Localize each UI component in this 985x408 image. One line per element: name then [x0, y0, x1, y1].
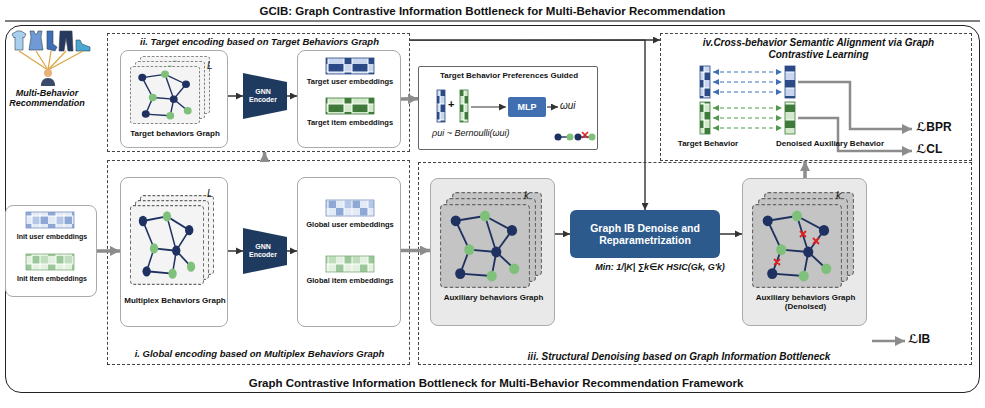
node-text: MLP [508, 102, 546, 112]
flow-arrow [803, 161, 807, 178]
contrastive-alignment [700, 66, 912, 151]
process-box: iii. Structural Denoising based on Graph… [418, 162, 972, 365]
node-text: iii. Structural Denoising based on Graph… [479, 351, 879, 363]
node-text: Target user embeddings [300, 78, 400, 87]
node-text: i. Global encoding based on Multiplex Be… [114, 349, 405, 360]
header-rule [5, 21, 980, 22]
flow-arrow [97, 249, 120, 253]
process-box: iv.Cross-behavior Semantic Alignment via… [660, 33, 972, 161]
target-graph-stack [130, 56, 209, 123]
node-text: GNN Encoder [243, 243, 283, 259]
node-text: GNN Encoder [243, 88, 283, 104]
process-box: Target Behavior Preferences GuidedMLP [418, 66, 598, 150]
node-text: Graph IB Denoise and Reparametrization [574, 222, 716, 246]
trapezoid-outline [243, 73, 287, 119]
flow-arrow [720, 233, 742, 234]
node-text: Multiplex Behaviors Graph [123, 296, 227, 305]
node-text: Graph Contrastive Information Bottleneck… [196, 377, 796, 390]
node-text: Auxiliary behaviors Graph (Denoised) [745, 293, 866, 311]
flow-arrow [401, 249, 430, 253]
process-box: MLP [508, 97, 546, 117]
flow-arrow [228, 250, 243, 251]
node-text: Global item embeddings [300, 277, 400, 286]
flow-arrow [228, 95, 243, 96]
flow-arrow [555, 233, 570, 234]
encoder-trapezoid: GNN Encoder [243, 228, 287, 274]
auxiliary-graph-stack [441, 193, 542, 288]
node-text: Target behaviors Graph [123, 129, 227, 138]
process-box: Auxiliary behaviors Graph (Denoised) [742, 178, 867, 326]
flow-arrow [410, 40, 645, 210]
node-text: Global user embeddings [300, 221, 400, 230]
loss-arrow [872, 340, 905, 343]
node-text: ii. Target encoding based on Target Beha… [116, 37, 403, 48]
global-embedding-grids [326, 200, 374, 272]
page-title: GCIB: Graph Contrastive Information Bott… [5, 5, 980, 18]
node-text: Init user embeddings [8, 233, 96, 241]
target-embedding-grids [326, 58, 374, 114]
process-box: Auxiliary behaviors Graph [430, 178, 555, 326]
clothing-icons [12, 31, 90, 51]
flow-arrow [410, 39, 660, 40]
process-box: Graph Contrastive Information Bottleneck… [5, 25, 980, 393]
flow-arrow [287, 95, 297, 96]
node-text: iv.Cross-behavior Semantic Alignment via… [686, 37, 951, 60]
flow-arrow [401, 97, 418, 101]
encoder-trapezoid: GNN Encoder [243, 73, 287, 119]
process-box: i. Global encoding based on Multiplex Be… [107, 160, 410, 365]
node-text: Target Behavior Preferences Guided [421, 71, 597, 80]
process-box: Init user embeddingsInit item embeddings [5, 205, 97, 297]
trapezoid-outline [243, 228, 287, 274]
init-embedding-grids [26, 212, 74, 270]
process-box: ii. Target encoding based on Target Beha… [107, 33, 410, 152]
flow-arrow [287, 250, 297, 251]
user-icon [19, 51, 83, 86]
denoised-graph-stack [753, 193, 854, 288]
flow-arrow [263, 152, 267, 160]
process-box: Target behaviors Graph [120, 50, 228, 148]
node-text: Auxiliary behaviors Graph [433, 293, 554, 302]
process-box: Target user embeddingsTarget item embedd… [297, 50, 401, 148]
multiplex-graph-stack [130, 196, 213, 285]
process-box: Graph IB Denoise and Reparametrization [570, 210, 720, 258]
node-text: Target item embeddings [300, 119, 400, 128]
node-text: Init item embeddings [8, 275, 96, 283]
preference-flow [437, 90, 596, 141]
process-box: Multiplex Behaviors Graph [120, 177, 228, 327]
process-box: Global user embeddingsGlobal item embedd… [297, 177, 401, 327]
